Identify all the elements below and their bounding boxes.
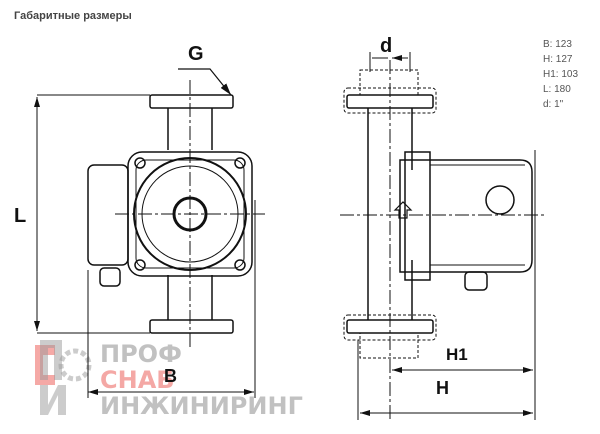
dimension-specs: B: 123 H: 127 H1: 103 L: 180 d: 1"	[543, 37, 578, 112]
watermark-line1: ПРОФ	[100, 340, 182, 368]
label-l: L	[14, 205, 26, 227]
spec-h: H: 127	[543, 54, 573, 65]
spec-l: L: 180	[543, 84, 571, 95]
spec-h1: H1: 103	[543, 69, 579, 80]
label-g: G	[188, 43, 204, 65]
side-view	[340, 52, 545, 420]
label-b: B	[164, 366, 177, 386]
section-title: Габаритные размеры	[14, 10, 132, 22]
label-d: d	[380, 35, 392, 57]
spec-d: d: 1"	[543, 99, 564, 110]
spec-b: B: 123	[543, 39, 572, 50]
label-h: H	[436, 378, 449, 398]
watermark-line3: ИНЖИНИРИНГ	[100, 392, 303, 420]
label-h1: H1	[446, 345, 468, 364]
front-view	[34, 68, 265, 398]
